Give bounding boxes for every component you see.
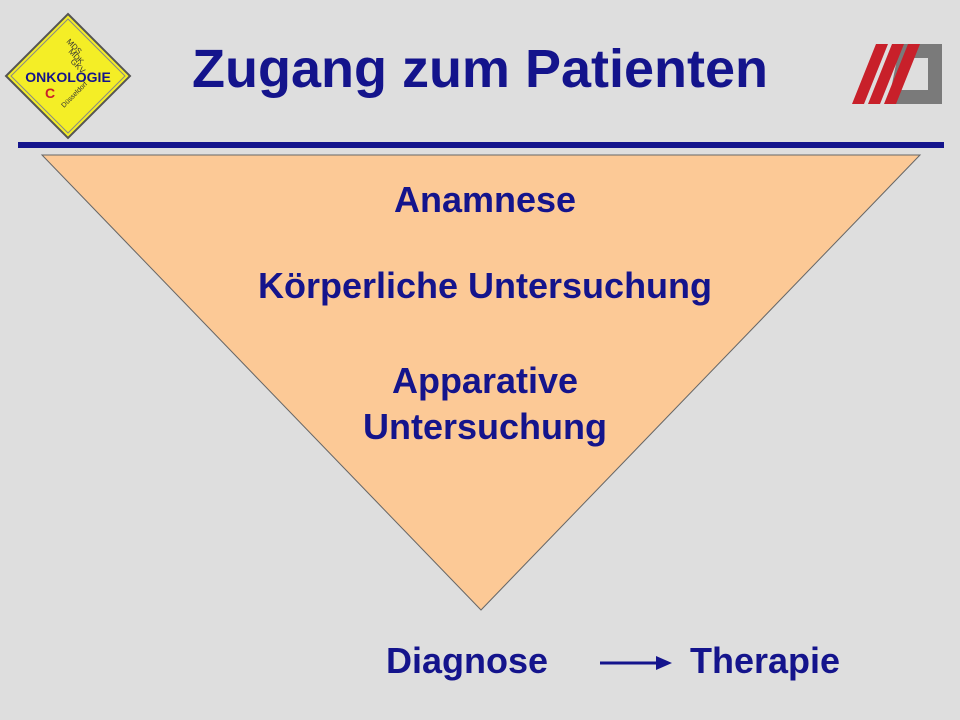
logo-sub-text: C [45,85,55,101]
funnel-level-apparative-untersuchung: Apparative Untersuchung [160,358,810,450]
flow-therapie: Therapie [690,640,841,681]
logo-stripe-3 [884,44,920,104]
page-title: Zugang zum Patienten [191,39,769,99]
funnel-level-line: Apparative [391,360,579,401]
logo-diamond [4,12,132,140]
arrow-right-icon [600,656,672,670]
funnel-level-line: Anamnese [393,179,577,220]
arrow-head [656,656,672,670]
funnel-level-anamnese: Anamnese [160,178,810,222]
funnel-shape [40,154,922,611]
logo-stripe-1 [852,44,888,104]
logo-diamond-inner [10,18,126,134]
funnel-level-line: Untersuchung [362,406,607,447]
onkologie-logo: MDS MDK GKV ONKOLOGIE C Düsseldorf [4,12,132,140]
organization-logo [852,44,942,104]
funnel-level-line: Körperliche Untersuchung [257,265,713,306]
logo-stripe-2 [868,44,904,104]
flow-diagnose: Diagnose [386,640,549,681]
funnel-level-koerperliche-untersuchung: Körperliche Untersuchung [160,264,810,308]
logo-main-text: ONKOLOGIE [25,69,111,85]
title-divider [18,142,944,148]
